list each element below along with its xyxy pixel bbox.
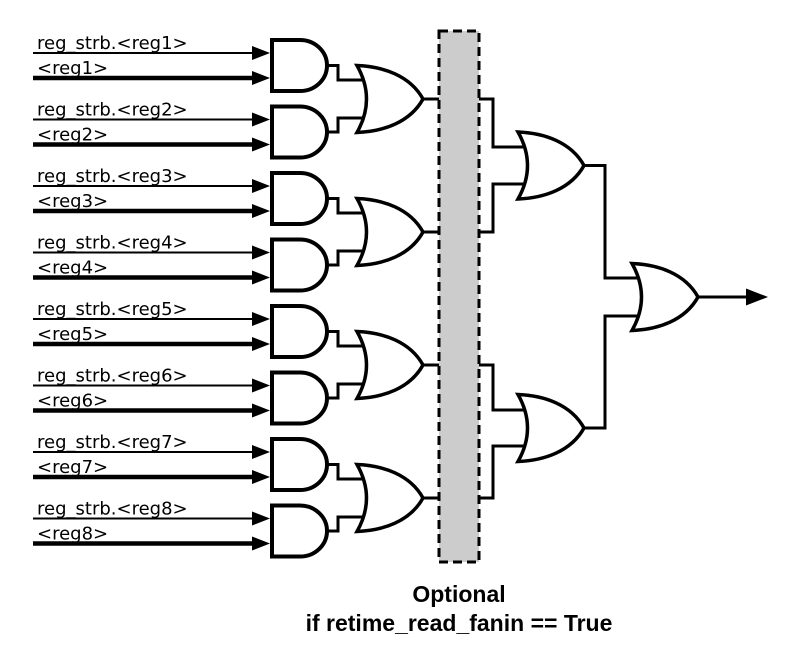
wire-and4-or2 bbox=[326, 249, 372, 267]
input-arrowhead bbox=[252, 245, 270, 260]
input-arrowhead bbox=[252, 378, 270, 393]
caption: Optional if retime_read_fanin == True bbox=[306, 581, 613, 636]
input-group-8: reg_strb.<reg8> <reg8> bbox=[33, 499, 270, 551]
input-arrowhead bbox=[252, 536, 270, 551]
or-gate-final bbox=[628, 261, 701, 333]
input-group-7: reg_strb.<reg7> <reg7> bbox=[33, 432, 270, 484]
level3-wires bbox=[478, 97, 646, 500]
wire-retime4-or6 bbox=[478, 444, 534, 500]
wire-retime3-or6 bbox=[478, 363, 534, 412]
input-group-2: reg_strb.<reg2> <reg2> bbox=[33, 100, 270, 152]
and-gate-7 bbox=[270, 437, 329, 492]
wire-and2-or1 bbox=[326, 116, 372, 134]
input-arrowhead bbox=[252, 270, 270, 285]
and-gate-5 bbox=[270, 304, 329, 359]
input-arrowhead bbox=[252, 445, 270, 459]
wire-and7-or4 bbox=[326, 463, 372, 481]
input-label-strb-7: reg_strb.<reg7> bbox=[37, 432, 188, 453]
and-gate-3 bbox=[270, 171, 329, 226]
or-gates-level2 bbox=[353, 63, 426, 534]
input-arrowhead bbox=[252, 511, 270, 526]
input-label-reg-1: <reg1> bbox=[37, 58, 108, 79]
wire-and8-or4 bbox=[326, 515, 372, 533]
or-gate-l3-2 bbox=[514, 392, 587, 464]
input-label-strb-3: reg_strb.<reg3> bbox=[37, 166, 188, 187]
input-label-strb-6: reg_strb.<reg6> bbox=[37, 366, 188, 387]
input-arrowhead bbox=[252, 312, 270, 326]
input-group-4: reg_strb.<reg4> <reg4> bbox=[33, 233, 270, 285]
input-arrowhead bbox=[252, 112, 270, 127]
caption-line1: Optional bbox=[412, 581, 505, 607]
input-label-reg-4: <reg4> bbox=[37, 258, 108, 279]
wire-retime1-or5 bbox=[478, 97, 534, 149]
caption-line2: if retime_read_fanin == True bbox=[306, 610, 613, 636]
input-label-reg-7: <reg7> bbox=[37, 457, 108, 478]
and-gates bbox=[270, 38, 329, 559]
input-label-reg-8: <reg8> bbox=[37, 524, 108, 545]
input-label-strb-2: reg_strb.<reg2> bbox=[37, 100, 188, 121]
or-gate-l3-1 bbox=[514, 130, 587, 201]
input-group-1: reg_strb.<reg1> <reg1> bbox=[33, 33, 270, 85]
or-gate-l2-4 bbox=[353, 462, 426, 534]
input-label-strb-5: reg_strb.<reg5> bbox=[37, 299, 188, 320]
wire-and1-or1 bbox=[326, 64, 372, 82]
input-group-3: reg_strb.<reg3> <reg3> bbox=[33, 166, 270, 218]
input-label-reg-2: <reg2> bbox=[37, 125, 108, 146]
input-arrowhead bbox=[252, 204, 270, 218]
and-gate-8 bbox=[270, 503, 329, 559]
input-arrowhead bbox=[252, 337, 270, 351]
input-arrowhead bbox=[252, 403, 270, 418]
optional-retime-region bbox=[437, 29, 481, 564]
input-group-5: reg_strb.<reg5> <reg5> bbox=[33, 299, 270, 351]
input-label-strb-4: reg_strb.<reg4> bbox=[37, 233, 188, 254]
wire-and3-or2 bbox=[326, 197, 372, 215]
and-gate-1 bbox=[270, 38, 329, 93]
or-gate-l2-3 bbox=[353, 329, 426, 401]
or-gate-l2-1 bbox=[353, 63, 426, 135]
and-gate-4 bbox=[270, 237, 329, 293]
input-label-reg-3: <reg3> bbox=[37, 191, 108, 212]
or-gates-level3 bbox=[514, 130, 587, 464]
input-label-strb-1: reg_strb.<reg1> bbox=[37, 33, 188, 54]
input-group-6: reg_strb.<reg6> <reg6> bbox=[33, 366, 270, 418]
input-label-reg-5: <reg5> bbox=[37, 324, 108, 345]
wire-and6-or3 bbox=[326, 382, 372, 400]
output-arrowhead bbox=[746, 288, 768, 306]
input-arrowhead bbox=[252, 71, 270, 85]
and-gate-6 bbox=[270, 370, 329, 426]
input-arrowhead bbox=[252, 46, 270, 60]
wire-or6-final bbox=[584, 314, 646, 430]
input-label-reg-6: <reg6> bbox=[37, 391, 108, 412]
or-gate-l2-2 bbox=[353, 196, 426, 268]
input-arrowhead bbox=[252, 470, 270, 484]
wire-or5-final bbox=[584, 164, 646, 280]
input-arrowhead bbox=[252, 179, 270, 193]
wire-retime2-or5 bbox=[478, 182, 534, 234]
input-label-strb-8: reg_strb.<reg8> bbox=[37, 499, 188, 520]
level2-wires bbox=[326, 64, 441, 533]
and-gate-2 bbox=[270, 104, 329, 160]
wire-and5-or3 bbox=[326, 330, 372, 348]
input-arrowhead bbox=[252, 137, 270, 152]
final-stage bbox=[628, 261, 768, 333]
